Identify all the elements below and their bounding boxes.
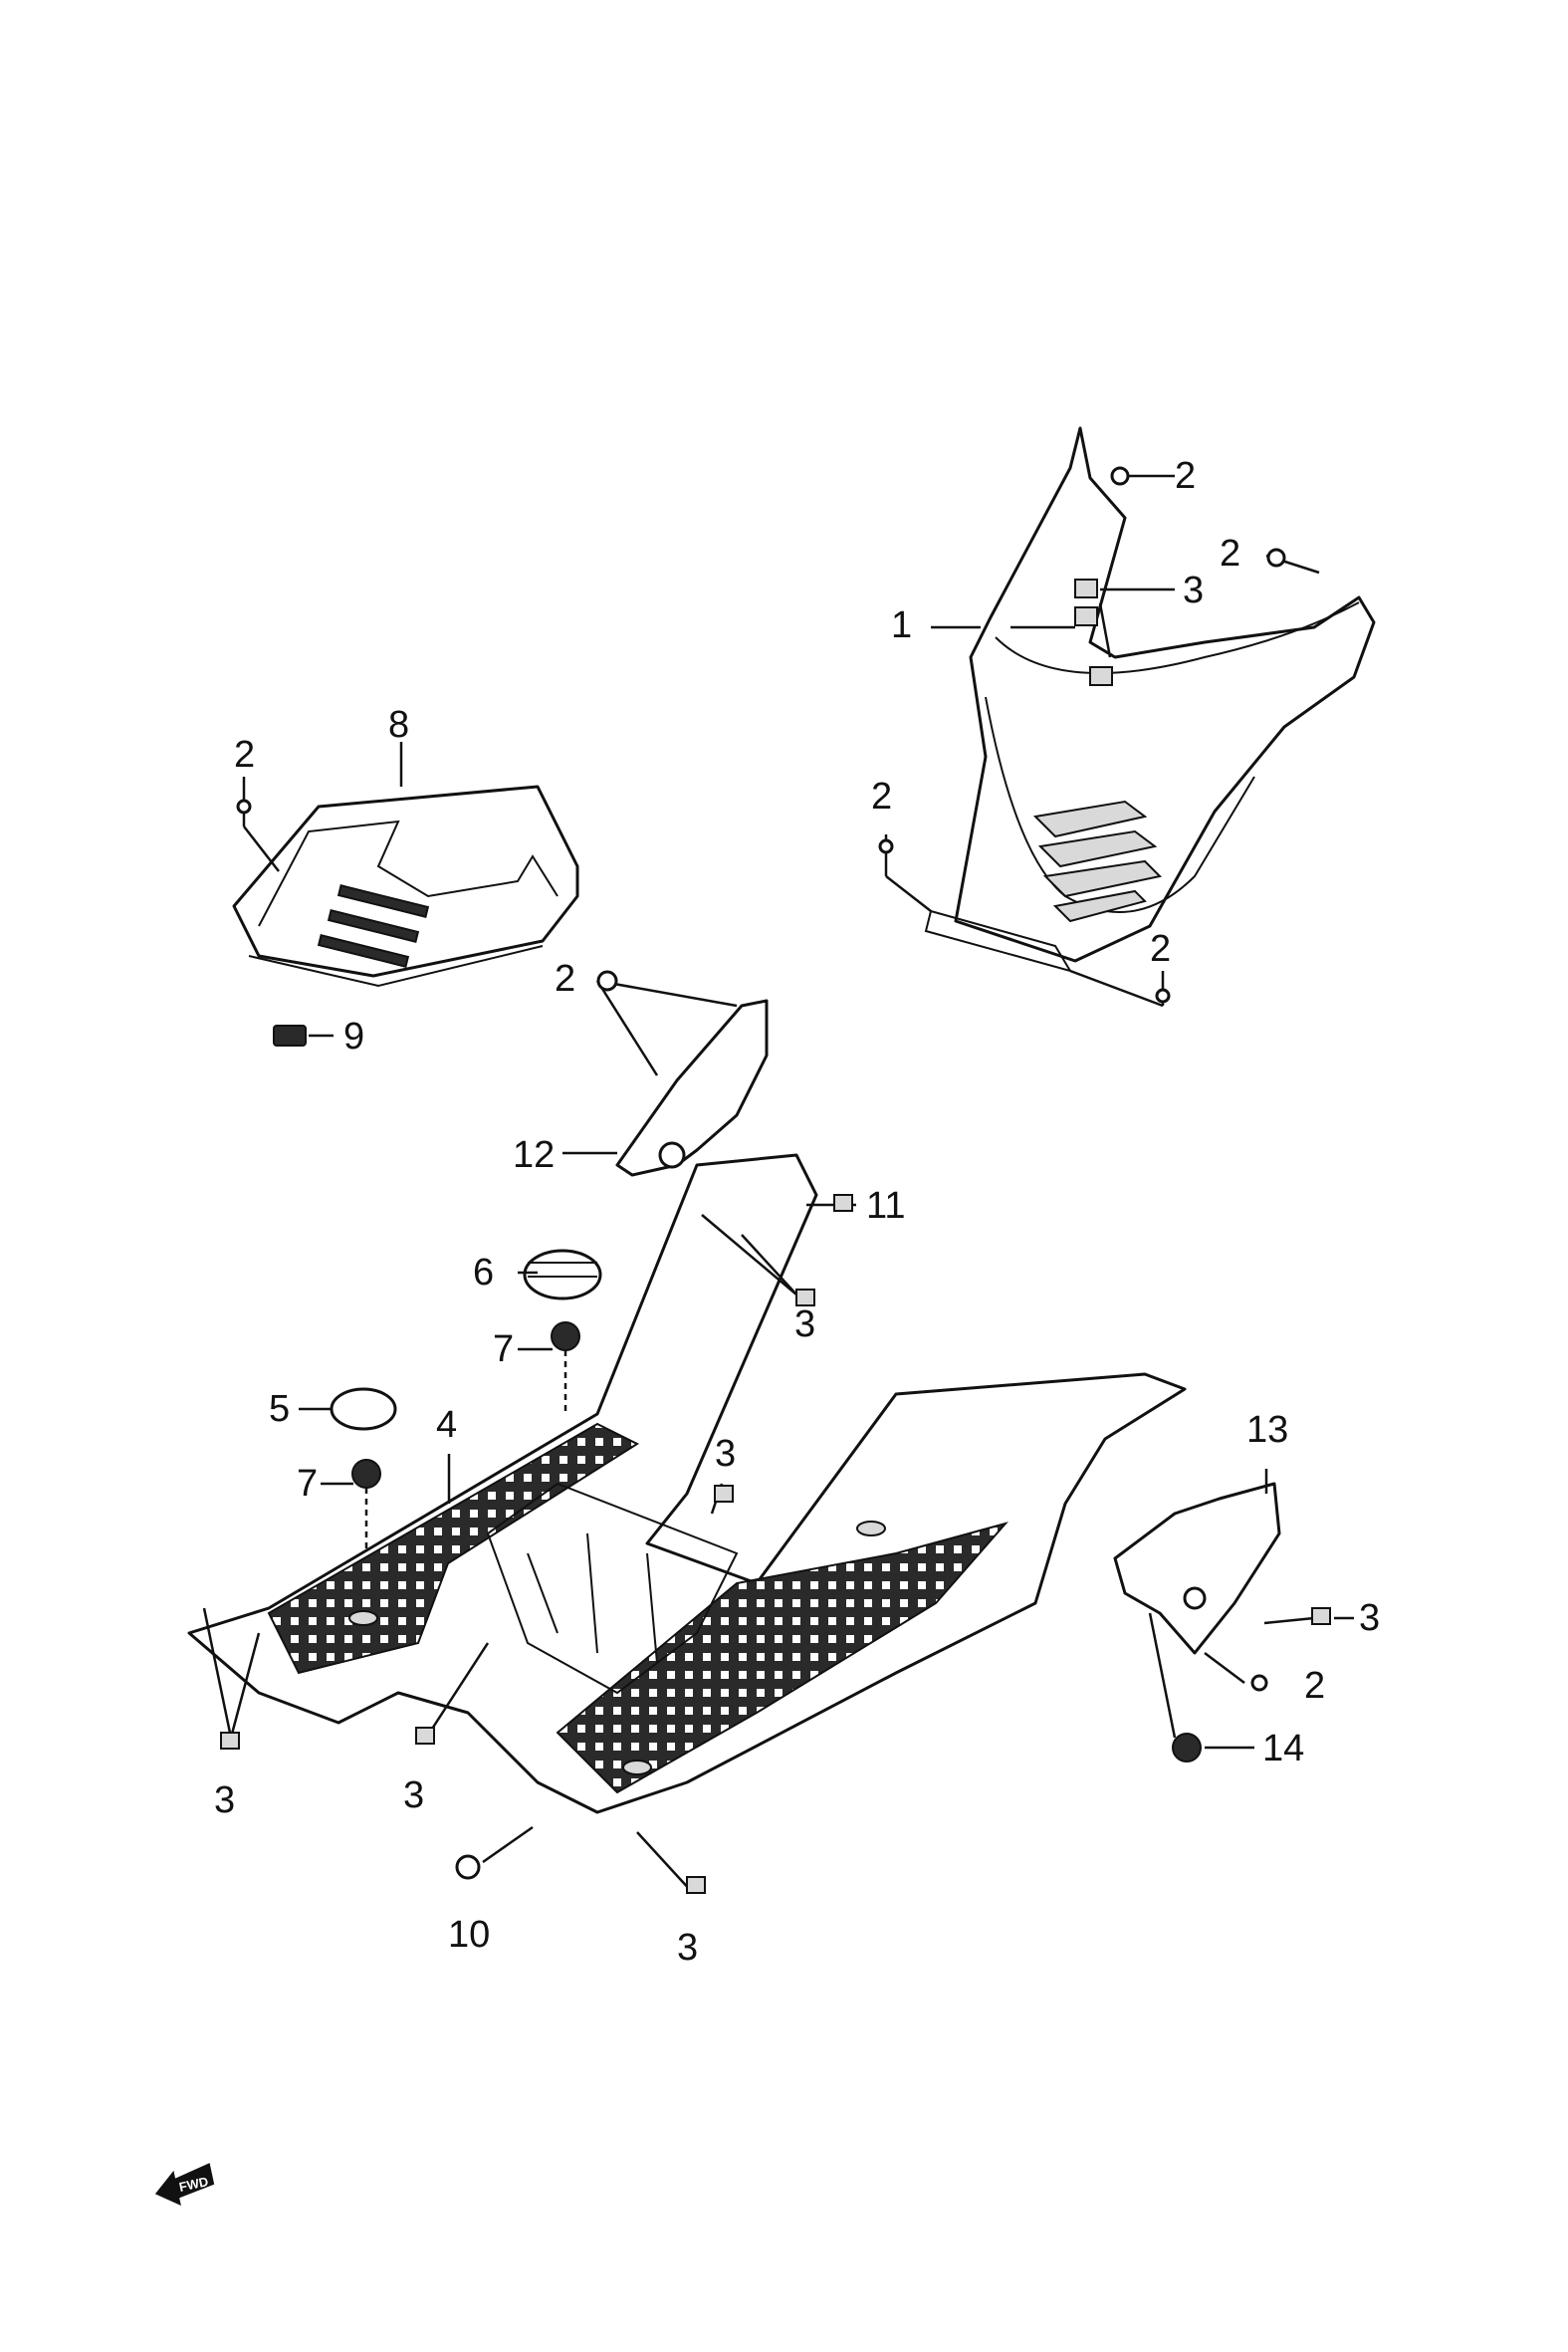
part-8-panel: [232, 785, 579, 988]
callout-10: 10: [448, 1914, 490, 1956]
callout-3: 3: [403, 1774, 424, 1816]
callout-5: 5: [269, 1388, 290, 1430]
callout-2: 2: [1175, 455, 1196, 497]
callout-3: 3: [214, 1779, 235, 1821]
callout-labels: 2 2 3 1 2 2 8 2 9 2 12 11 6 7 3 5 4 3 7 …: [214, 455, 1380, 1969]
callout-3: 3: [794, 1303, 815, 1345]
callout-2: 2: [555, 958, 575, 1000]
callout-2: 2: [871, 776, 892, 818]
part-4-floor-panel: [187, 1153, 1187, 1814]
callout-12: 12: [513, 1134, 555, 1176]
callout-3: 3: [715, 1433, 736, 1475]
callout-7: 7: [297, 1463, 318, 1505]
callout-11: 11: [866, 1185, 905, 1227]
callout-2: 2: [234, 734, 255, 776]
part-14-nut: [1172, 1733, 1202, 1763]
callout-4: 4: [436, 1404, 457, 1446]
callout-3: 3: [1183, 570, 1204, 611]
callout-6: 6: [473, 1252, 494, 1294]
callout-1: 1: [891, 604, 912, 646]
fasteners: [220, 466, 1331, 1894]
part-13-side-bracket: [1113, 1482, 1281, 1655]
part-1-front-inner-cover: [924, 426, 1376, 973]
callout-14: 14: [1262, 1728, 1304, 1769]
callout-13: 13: [1246, 1409, 1288, 1451]
callout-2: 2: [1150, 928, 1171, 970]
fwd-direction-badge: FWD: [154, 2163, 215, 2207]
callout-7: 7: [493, 1328, 514, 1370]
callout-2: 2: [1304, 1665, 1325, 1707]
part-12-bracket: [615, 999, 769, 1177]
callout-9: 9: [343, 1016, 364, 1058]
part-9-clip: [273, 1025, 307, 1047]
callout-2: 2: [1220, 533, 1240, 575]
part-10-bolt: [455, 1854, 481, 1880]
fwd-label: FWD: [177, 2174, 209, 2195]
leader-lines: [202, 474, 1354, 1893]
callout-8: 8: [388, 704, 409, 746]
callout-3: 3: [677, 1927, 698, 1969]
part-5-plug: [330, 1387, 397, 1431]
callout-3: 3: [1359, 1597, 1380, 1639]
part-6-cap: [523, 1249, 602, 1300]
